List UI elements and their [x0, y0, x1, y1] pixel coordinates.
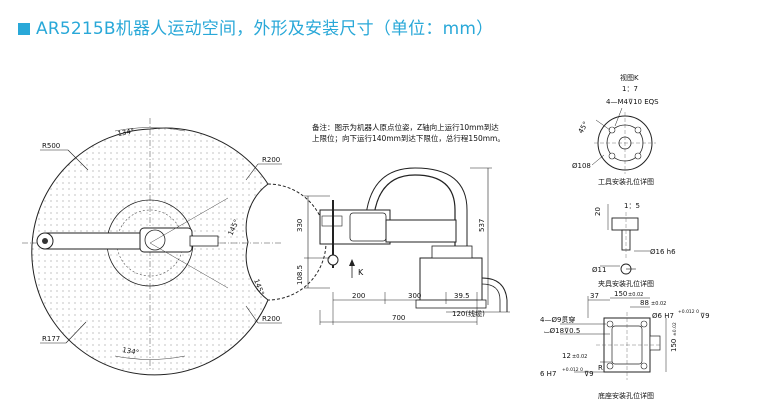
base-caption: 底座安装孔位详图: [598, 391, 654, 400]
dia-6h7-bottom-tolerance: +0.012 0: [562, 367, 583, 373]
radius-177-label: R177: [42, 335, 60, 343]
dia-6h7-bottom-label: 6 H7: [540, 370, 556, 378]
m4-spec-label: 4—M4⊽10 EQS: [606, 98, 659, 106]
depth-9-top-label: ⊽9: [700, 312, 710, 320]
radius-200-top-label: R200: [262, 156, 280, 164]
depth-9-bottom-label: ⊽9: [584, 370, 594, 378]
dia-11-label: Ø11: [592, 266, 606, 274]
view-k-arrow-label: K: [358, 268, 364, 277]
dim-12-label: 12: [562, 352, 571, 360]
angle-134-top-label: 134°: [117, 127, 135, 138]
dia-16h6-label: Ø16 h6: [650, 248, 676, 256]
base-detail-diagram: [560, 296, 667, 380]
dim-150-vertical-tolerance: ±0.02: [672, 322, 678, 336]
view-k-title: 视图K: [620, 73, 639, 82]
tool-detail-diagram: [591, 107, 656, 174]
scale-1-5-label: 1：5: [624, 202, 640, 210]
radius-r-label: R: [598, 364, 603, 372]
page-title-text: AR5215B机器人运动空间，外形及安装尺寸（单位：mm）: [36, 19, 494, 39]
dim-120-cable-label: 120(线缆): [452, 309, 485, 318]
counterbore-label: ⌴Ø18⊽0.5: [544, 327, 580, 335]
dim-150-vertical-label: 150: [670, 339, 678, 352]
radius-200-bottom-label: R200: [262, 315, 280, 323]
dia-108-label: Ø108: [572, 162, 591, 170]
note-line-2: 上限位；向下运行140mm到达下限位，总行程150mm。: [312, 134, 505, 143]
dim-88-label: 88: [640, 299, 649, 307]
angle-45-label: 45°: [577, 120, 590, 135]
dim-150-label: 150: [614, 290, 627, 298]
dim-88-tolerance: ±0.02: [651, 301, 666, 307]
through-holes-label: 4—Ø9贯穿: [540, 315, 575, 324]
angle-134-bottom-label: 134°: [122, 346, 140, 357]
scale-1-7-label: 1：7: [622, 85, 638, 93]
dia-6h7-top-label: Ø6 H7: [652, 312, 674, 320]
dim-150-tolerance: ±0.02: [628, 292, 643, 298]
dim-200-label: 200: [352, 292, 365, 300]
clamp-detail-diagram: [600, 204, 650, 275]
tool-caption: 工具安装孔位详图: [598, 177, 654, 186]
dim-537-label: 537: [478, 219, 486, 232]
dim-20-label: 20: [594, 207, 602, 216]
workspace-diagram: [22, 118, 327, 376]
dim-700-label: 700: [392, 314, 405, 322]
title-square-icon: [18, 23, 30, 35]
note-line-1: 备注：图示为机器人原点位姿，Z轴向上运行10mm到达: [312, 123, 499, 132]
clamp-caption: 夹具安装孔位详图: [598, 279, 654, 288]
side-view-diagram: [304, 167, 510, 325]
page-title: AR5215B机器人运动空间，外形及安装尺寸（单位：mm）: [18, 14, 493, 39]
dim-108-5-label: 108.5: [296, 265, 304, 285]
side-view-note: 备注：图示为机器人原点位姿，Z轴向上运行10mm到达 上限位；向下运行140mm…: [312, 122, 505, 144]
dim-12-tolerance: ±0.02: [572, 354, 587, 360]
dim-300-label: 300: [408, 292, 421, 300]
dia-6h7-top-tolerance: +0.012 0: [678, 309, 699, 315]
dim-39-5-label: 39.5: [454, 292, 470, 300]
dim-330-label: 330: [296, 219, 304, 232]
dim-37-label: 37: [590, 292, 599, 300]
radius-500-label: R500: [42, 142, 60, 150]
